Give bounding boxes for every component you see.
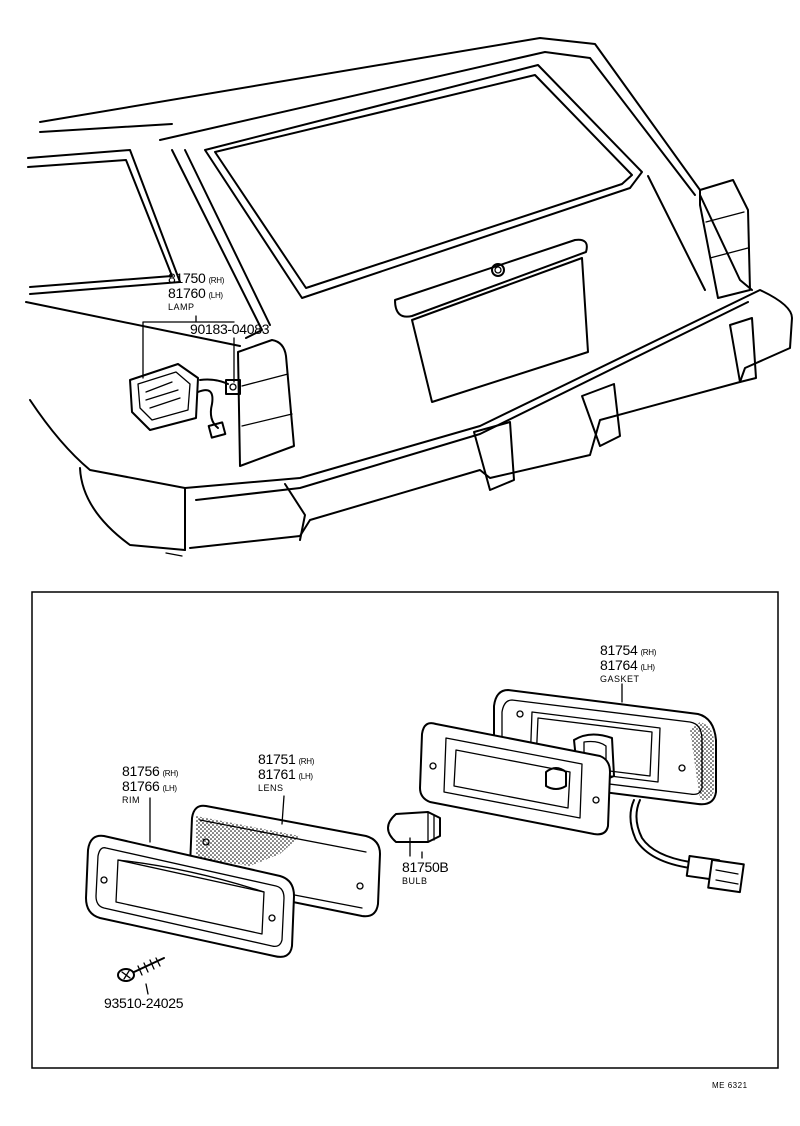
svg-text:LAMP: LAMP [168,302,195,312]
svg-text:81756(RH): 81756(RH) [122,763,179,779]
rim-part [85,834,295,958]
figure-code-text: ME 6321 [712,1081,748,1090]
callout-rim: 81756(RH) 81766(LH) RIM [122,763,179,805]
bulb-part [387,811,441,857]
svg-text:RIM: RIM [122,795,140,805]
svg-text:GASKET: GASKET [600,674,640,684]
callout-screw: 93510-24025 [104,995,184,1011]
svg-text:93510-24025: 93510-24025 [104,995,184,1011]
exploded-leaders [145,683,623,995]
svg-text:81761(LH): 81761(LH) [258,766,313,782]
callout-bulb: 81750B BULB [402,859,449,886]
callout-bolt: 90183-04083 [190,321,270,337]
callout-lens: 81751(RH) 81761(LH) LENS [258,751,315,793]
svg-text:81750B: 81750B [402,859,448,875]
svg-text:81764(LH): 81764(LH) [600,657,655,673]
svg-text:90183-04083: 90183-04083 [190,321,270,337]
svg-text:81751(RH): 81751(RH) [258,751,315,767]
screw-part [117,957,165,982]
callout-gasket: 81754(RH) 81764(LH) GASKET [600,642,657,684]
lamp-leader [142,315,235,379]
car-rear-illustration [25,37,793,557]
svg-text:81760(LH): 81760(LH) [168,285,223,301]
lamp-base-plate [419,722,611,836]
svg-text:LENS: LENS [258,783,284,793]
callout-lamp: 81750(RH) 81760(LH) LAMP [168,270,225,312]
svg-text:81750(RH): 81750(RH) [168,270,225,286]
lamp-assembly-on-car [129,363,241,439]
svg-text:81766(LH): 81766(LH) [122,778,177,794]
svg-text:81754(RH): 81754(RH) [600,642,657,658]
svg-text:BULB: BULB [402,876,428,886]
exploded-view-frame [31,591,779,1069]
